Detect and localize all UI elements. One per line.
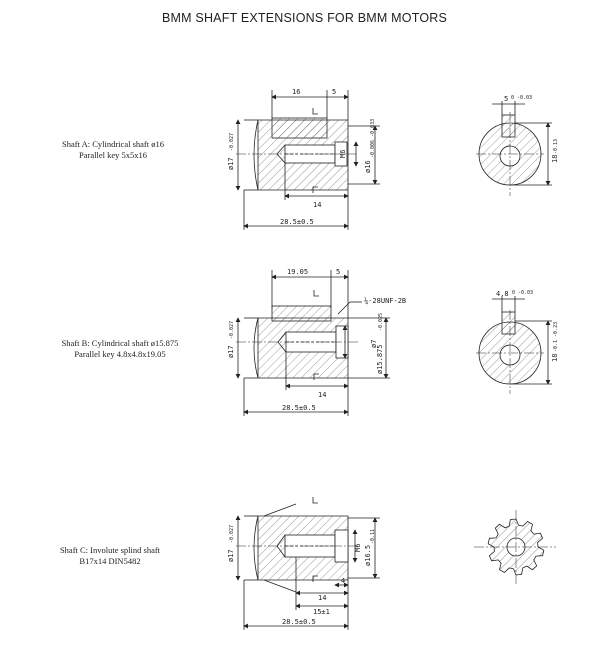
shaft-b-key: Parallel key 4.8x4.8x19.05 xyxy=(74,349,166,359)
shaft-b-bore-tol: -0.025 xyxy=(378,313,384,331)
shaft-a-thread: M6 xyxy=(339,150,347,158)
shaft-b-end-labels: 4.8 0 -0.03 18 -0.1 -0.23 xyxy=(496,290,559,362)
shaft-b-dia: ø17 xyxy=(227,345,235,358)
shaft-b-end-h-tol: -0.1 -0.23 xyxy=(553,322,559,352)
shaft-a-key-length: 16 xyxy=(292,88,300,96)
shaft-a-end-h: 18 xyxy=(551,155,559,163)
shaft-a-bore-tol: -0.006 -0.033 xyxy=(370,119,376,158)
shaft-b-length: 28.5±0.5 xyxy=(282,404,316,412)
shaft-a-depth: 14 xyxy=(313,201,321,209)
page-title: BMM SHAFT EXTENSIONS FOR BMM MOTORS xyxy=(161,11,448,25)
shaft-b-bore: ø15.875 xyxy=(376,344,384,374)
shaft-a-dia: ø17 xyxy=(227,157,235,170)
shaft-b-end-key-tol: 0 -0.03 xyxy=(512,290,533,296)
shaft-a-side-view xyxy=(235,90,380,230)
shaft-b-depth: 14 xyxy=(318,391,326,399)
shaft-c-length: 28.5±0.5 xyxy=(282,618,316,626)
shaft-b-key-width: 5 xyxy=(336,268,340,276)
shaft-a-end-view xyxy=(476,101,552,196)
shaft-b-key-length: 19.05 xyxy=(287,268,308,276)
shaft-c-spline-end-view xyxy=(474,510,556,586)
shaft-c-dia-tol: -0.027 xyxy=(229,525,235,543)
shaft-a-length: 28.5±0.5 xyxy=(280,218,314,226)
shaft-a-side-labels: 16 5 ø17 -0.027 M6 ø16 -0.006 -0.033 14 … xyxy=(227,88,376,226)
shaft-c-spline-tol: -0.11 xyxy=(370,529,376,544)
shaft-b-end-view xyxy=(476,296,552,394)
shaft-c-type: Shaft C: Involute splind shaft xyxy=(59,545,161,555)
shaft-a-end-h-tol: -0.13 xyxy=(553,139,559,154)
shaft-a-end-key-tol: 0 -0.03 xyxy=(511,95,532,101)
shaft-b-type: Shaft B: Cylindrical shaft ø15.875 xyxy=(61,338,179,348)
shaft-c-side-view xyxy=(235,497,380,630)
shaft-b-end-h: 18 xyxy=(551,354,559,362)
shaft-b-small-dia: ø7 xyxy=(370,340,378,348)
shaft-b-side-labels: 19.05 5 ¼-28UNF-2B ø17 -0.027 ø7 ø15.875… xyxy=(227,268,406,412)
shaft-b-description: Shaft B: Cylindrical shaft ø15.875 Paral… xyxy=(40,338,200,360)
shaft-c-d4: 4 xyxy=(341,577,345,585)
shaft-c-description: Shaft C: Involute splind shaft B17x14 DI… xyxy=(30,545,190,567)
shaft-c-thread: M6 xyxy=(354,544,362,552)
shaft-a-type: Shaft A: Cylindrical shaft ø16 xyxy=(62,139,164,149)
shaft-b-side-view xyxy=(235,270,390,416)
shaft-a-key: Parallel key 5x5x16 xyxy=(79,150,147,160)
shaft-b-dia-tol: -0.027 xyxy=(229,321,235,339)
shaft-a-description: Shaft A: Cylindrical shaft ø16 Parallel … xyxy=(33,139,193,161)
shaft-c-dia: ø17 xyxy=(227,549,235,562)
shaft-a-end-labels: 5 0 -0.03 18 -0.13 xyxy=(504,95,559,163)
shaft-a-bore: ø16 xyxy=(364,160,372,173)
shaft-c-key: B17x14 DIN5482 xyxy=(79,556,141,566)
shaft-a-key-width: 5 xyxy=(332,88,336,96)
shaft-c-depth: 14 xyxy=(318,594,326,602)
shaft-b-end-key: 4.8 xyxy=(496,290,509,298)
shaft-b-thread-note: ¼-28UNF-2B xyxy=(364,297,406,305)
shaft-c-side-labels: ø17 -0.027 M6 ø16.5 -0.11 4 14 15±1 28.5… xyxy=(227,525,376,626)
shaft-c-spline-len: 15±1 xyxy=(313,608,330,616)
shaft-a-dia-tol: -0.027 xyxy=(229,133,235,151)
shaft-c-spline-dia: ø16.5 xyxy=(364,545,372,566)
shaft-a-end-key: 5 xyxy=(504,95,508,103)
